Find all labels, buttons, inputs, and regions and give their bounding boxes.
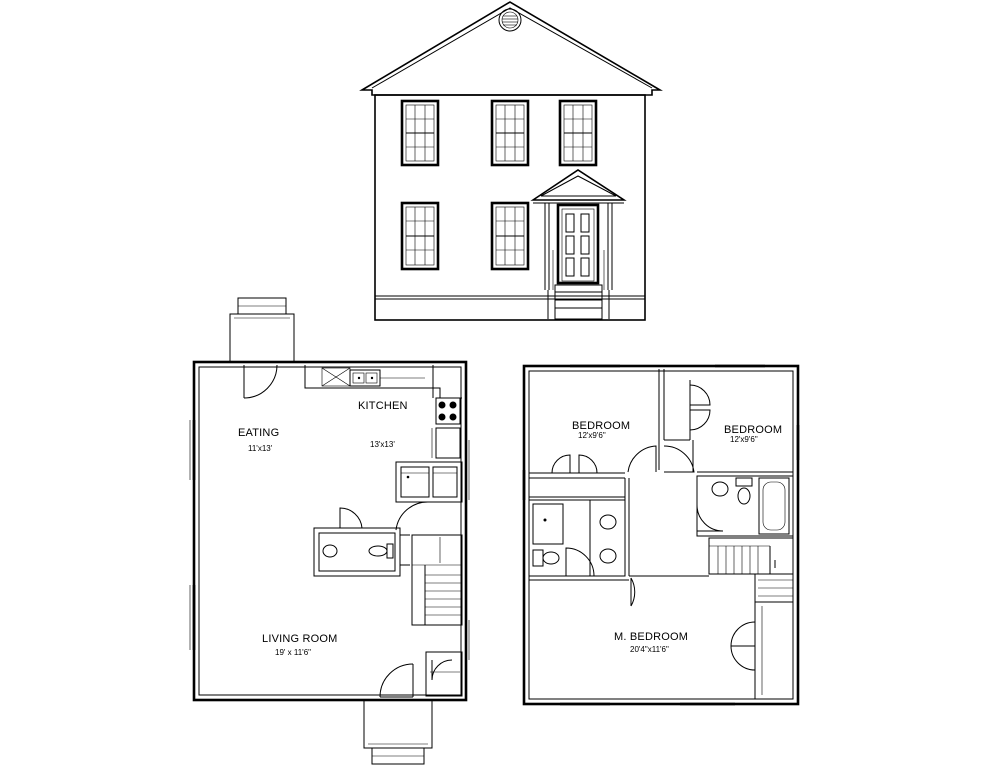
master-bath-icon [528, 499, 626, 577]
bedroom1-door-swing-icon [627, 445, 657, 473]
window-lower-center-icon [490, 201, 530, 271]
entry-steps-icon [547, 284, 610, 320]
room-label-kitchen: KITCHEN [358, 400, 408, 412]
room-dim-master-bedroom: 20'4"x11'6" [630, 645, 669, 654]
range-stove-icon [435, 397, 461, 425]
room-dim-bedroom-2: 12'x9'6" [730, 435, 758, 444]
first-floor-exterior-wall [192, 360, 468, 702]
master-bedroom-door-swing-icon [630, 577, 636, 607]
second-floor-exterior-wall [522, 364, 800, 706]
elevation-wall [374, 94, 646, 321]
room-label-bedroom-2: BEDROOM [724, 424, 782, 436]
hall-bath-icon [696, 475, 794, 537]
laundry-closet-icon [395, 461, 463, 503]
room-label-living-room: LIVING ROOM [262, 633, 338, 645]
room-dim-bedroom-1: 12'x9'6" [578, 431, 606, 440]
room-dim-living-room: 19' x 11'6" [275, 648, 311, 657]
second-floor-stairs-icon [708, 537, 794, 597]
master-bath-door-swing-icon [565, 547, 595, 577]
first-floor-plan: EATING 11'x13' KITCHEN 13'x13' LIVING RO… [189, 297, 470, 765]
master-closet-icon [730, 601, 794, 700]
first-floor-stairs-icon [411, 534, 463, 626]
window-upper-right-icon [558, 99, 598, 167]
powder-room-icon [313, 527, 401, 577]
powder-door-swing-icon [339, 507, 363, 529]
front-door-icon [556, 203, 600, 285]
coat-closet-icon [425, 651, 463, 697]
window-lower-left-icon [400, 201, 440, 271]
entry-portico-icon [530, 169, 627, 290]
window-upper-left-icon [400, 99, 440, 167]
room-dim-kitchen: 13'x13' [370, 440, 395, 449]
room-label-eating: EATING [238, 427, 279, 439]
room-label-master-bedroom: M. BEDROOM [614, 631, 688, 643]
pantry-door-swing-icon [395, 501, 429, 531]
refrigerator-icon [431, 427, 461, 459]
front-porch-icon [363, 699, 433, 765]
kitchen-sink-icon [349, 369, 381, 387]
rear-door-swing-icon [243, 364, 278, 399]
bedroom2-closet-doors-icon [689, 384, 711, 431]
roof-outline [359, 1, 663, 96]
gable-vent-icon [498, 8, 522, 32]
rear-deck-icon [229, 297, 295, 363]
roof-inner-line [371, 7, 653, 89]
kitchen-counter-icon [304, 365, 462, 399]
front-elevation [359, 1, 663, 321]
hall-bath-door-swing-icon [696, 504, 724, 532]
front-entry-door-swing-icon [379, 663, 414, 698]
room-dim-eating: 11'x13' [248, 444, 273, 453]
window-upper-center-icon [490, 99, 530, 167]
room-label-bedroom-1: BEDROOM [572, 420, 630, 432]
bedroom1-closet-doors-icon [551, 454, 598, 474]
second-floor-plan: BEDROOM 12'x9'6" BEDROOM 12'x9'6" M. BED… [522, 364, 800, 706]
bedroom2-door-swing-icon [663, 445, 695, 473]
